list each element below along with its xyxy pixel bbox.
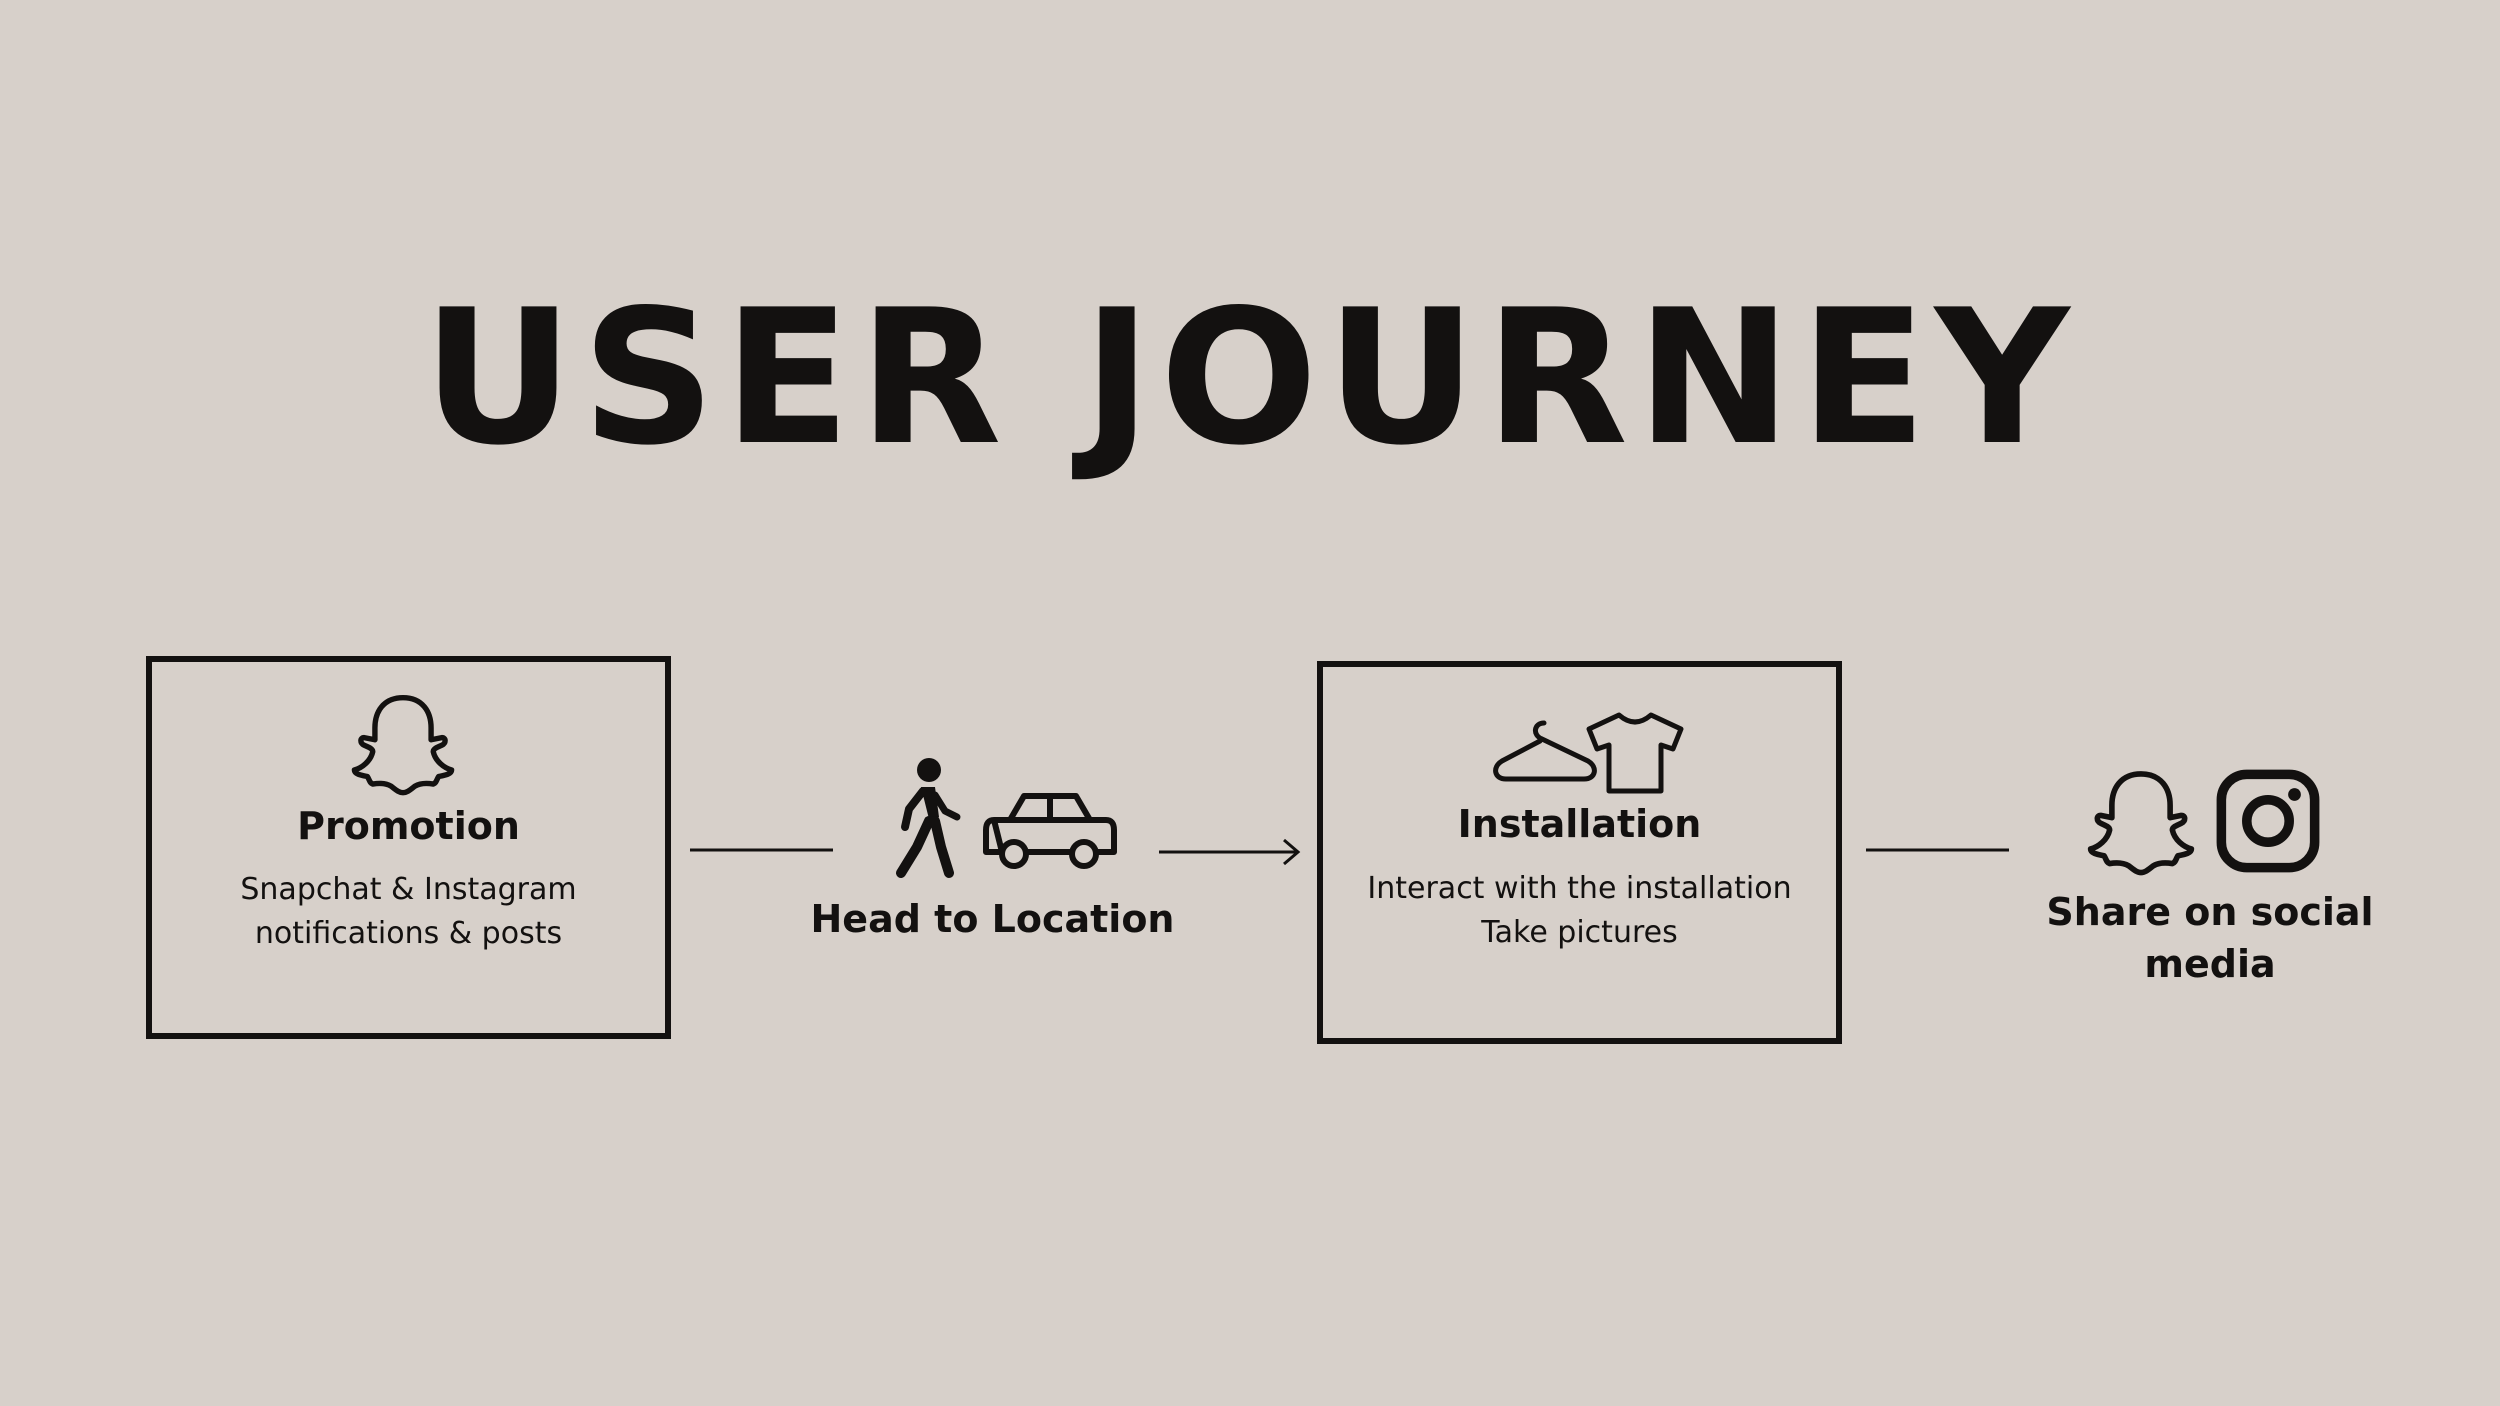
walking-person-icon [896, 758, 961, 878]
connector-line [690, 848, 833, 852]
description-line: Take pictures [1481, 915, 1678, 950]
description-line: notifications & posts [254, 916, 563, 951]
step-description-promotion: Snapchat & Instagram notifications & pos… [152, 868, 665, 956]
clothes-hanger-icon [1493, 720, 1597, 782]
instagram-icon [2216, 769, 2320, 873]
page-title: USER JOURNEY [422, 269, 2078, 486]
car-icon [983, 793, 1117, 869]
step-title-installation: Installation [1457, 802, 1702, 846]
step-title-share-on-social-media: Share on social media [2046, 890, 2374, 986]
description-line: Interact with the installation [1367, 871, 1792, 906]
t-shirt-icon [1586, 712, 1684, 794]
description-line: Snapchat & Instagram [240, 872, 577, 907]
step-title-head-to-location: Head to Location [810, 897, 1175, 941]
connector-line [1866, 848, 2009, 852]
step-description-installation: Interact with the installation Take pict… [1323, 867, 1836, 955]
step-title-promotion: Promotion [297, 804, 520, 848]
step-installation: Installation Interact with the installat… [1317, 661, 1842, 1044]
snapchat-ghost-icon [351, 694, 455, 796]
connector-arrow [1159, 838, 1301, 866]
step-promotion: Promotion Snapchat & Instagram notificat… [146, 656, 671, 1039]
snapchat-ghost-icon [2087, 771, 2195, 876]
